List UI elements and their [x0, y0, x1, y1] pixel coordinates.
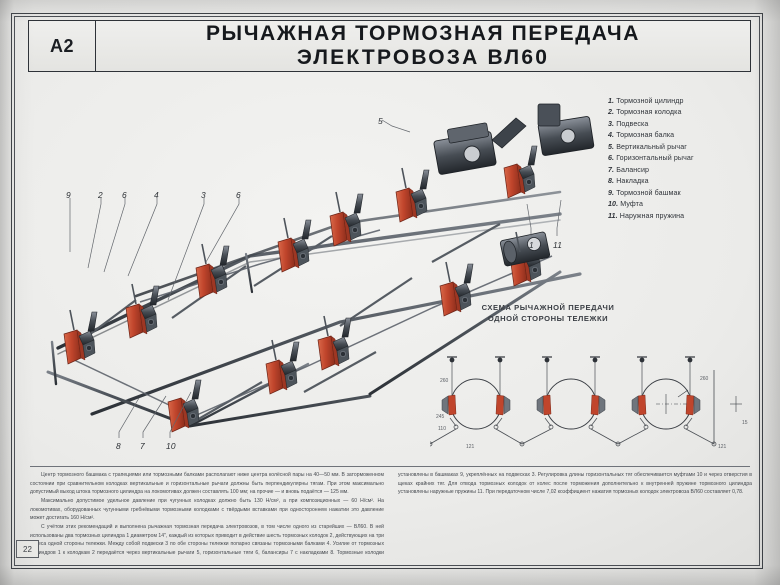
sub-caption-line-2: ОДНОЙ СТОРОНЫ ТЕЛЕЖКИ	[487, 314, 609, 323]
legend-item: 4. Тормозная балка	[608, 130, 758, 141]
legend-item-number: 11.	[608, 211, 618, 220]
legend-item: 3. Подвеска	[608, 119, 758, 130]
brake-cylinder-assembly-top	[433, 117, 527, 175]
title-bar: A2 РЫЧАЖНАЯ ТОРМОЗНАЯ ПЕРЕДАЧА ЭЛЕКТРОВО…	[28, 20, 751, 72]
legend-item-label: Подвеска	[616, 119, 649, 128]
inner-frame	[14, 16, 760, 566]
brake-cylinder-assembly-right	[537, 103, 595, 156]
legend-item: 10. Муфта	[608, 199, 758, 210]
dimension-label: 121	[718, 444, 727, 450]
legend-item-label: Тормозная балка	[616, 131, 675, 140]
legend-item-label: Наружная пружина	[619, 211, 685, 220]
body-paragraph: С учётом этих рекомендаций и выполнена р…	[30, 472, 752, 557]
dimension-label: 15	[742, 420, 748, 426]
sub-caption-line-1: СХЕМА РЫЧАЖНОЙ ПЕРЕДАЧИ	[481, 303, 615, 312]
legend-item: 1. Тормозной цилиндр	[608, 96, 758, 107]
legend-item-number: 3.	[608, 119, 615, 128]
legend-item-number: 2.	[608, 108, 615, 117]
legend-item-label: Вертикальный рычаг	[616, 142, 687, 151]
legend-item-number: 1.	[608, 97, 615, 105]
bottom-divider	[30, 466, 750, 467]
body-text-block: Центр тормозного башмака с трапециями ил…	[30, 471, 752, 563]
legend-item-label: Тормозной цилиндр	[616, 97, 684, 105]
callout-number-6: 6	[122, 190, 127, 200]
title-line-2: ЭЛЕКТРОВОЗА ВЛ60	[296, 46, 550, 69]
one-side-bogie-schematic	[430, 356, 742, 447]
legend-item: 6. Горизонтальный рычаг	[608, 153, 758, 164]
brake-rigging-3d-illustration	[46, 103, 595, 433]
dimension-label: 260	[700, 376, 709, 382]
dimension-label: 121	[466, 444, 475, 450]
legend-item: 8. Накладка	[608, 176, 758, 187]
outer-frame	[11, 13, 763, 569]
legend-item-number: 6.	[608, 154, 615, 163]
dimension-label: 260	[440, 378, 449, 384]
body-paragraph: Центр тормозного башмака с трапециями ил…	[30, 472, 384, 496]
callout-number-7: 7	[140, 441, 145, 451]
legend-item-label: Накладка	[616, 177, 649, 186]
legend-item: 5. Вертикальный рычаг	[608, 142, 758, 153]
legend-item: 7. Балансир	[608, 165, 758, 176]
callout-number-2: 2	[98, 190, 103, 200]
dimension-label: 110	[438, 426, 446, 432]
legend-item: 11. Наружная пружина	[608, 211, 758, 222]
callout-number-3: 3	[201, 190, 206, 200]
callout-number-8: 8	[116, 441, 121, 451]
dimension-label: 245	[436, 414, 445, 420]
legend-item-number: 8.	[608, 177, 615, 186]
title-line-1: РЫЧАЖНАЯ ТОРМОЗНАЯ ПЕРЕДАЧА	[205, 21, 641, 45]
callout-number-5: 5	[378, 116, 383, 126]
callout-number-1: 1	[529, 240, 534, 250]
legend-item-label: Тормозной башмак	[616, 188, 681, 197]
legend-item-number: 7.	[608, 165, 615, 174]
callout-number-11: 11	[553, 240, 563, 250]
parts-legend: 1. Тормозной цилиндр 2. Тормозная колодк…	[608, 96, 758, 222]
legend-item: 9. Тормозной башмак	[608, 188, 758, 199]
legend-item-label: Тормозная колодка	[616, 108, 682, 117]
callout-number-6: 6	[236, 190, 241, 200]
page-number: 22	[16, 540, 39, 558]
legend-item-label: Муфта	[620, 200, 644, 209]
legend-item-number: 5.	[608, 142, 615, 151]
legend-item-label: Горизонтальный рычаг	[616, 154, 694, 163]
sub-diagram-caption: СХЕМА РЫЧАЖНОЙ ПЕРЕДАЧИ ОДНОЙ СТОРОНЫ ТЕ…	[455, 302, 641, 324]
callout-number-9: 9	[66, 190, 71, 200]
brake-cylinder-body	[499, 231, 551, 267]
legend-item-number: 4.	[608, 131, 615, 140]
legend-item-number: 10.	[608, 200, 619, 209]
sheet-code-label: A2	[29, 21, 96, 71]
callout-number-4: 4	[154, 190, 159, 200]
callout-number-10: 10	[166, 441, 176, 451]
body-paragraph: Максимально допустимое удельное давление…	[30, 498, 384, 522]
legend-item-label: Балансир	[616, 165, 650, 174]
legend-item-number: 9.	[608, 188, 615, 197]
legend-item: 2. Тормозная колодка	[608, 107, 758, 118]
page-title: РЫЧАЖНАЯ ТОРМОЗНАЯ ПЕРЕДАЧА ЭЛЕКТРОВОЗА …	[96, 21, 750, 71]
